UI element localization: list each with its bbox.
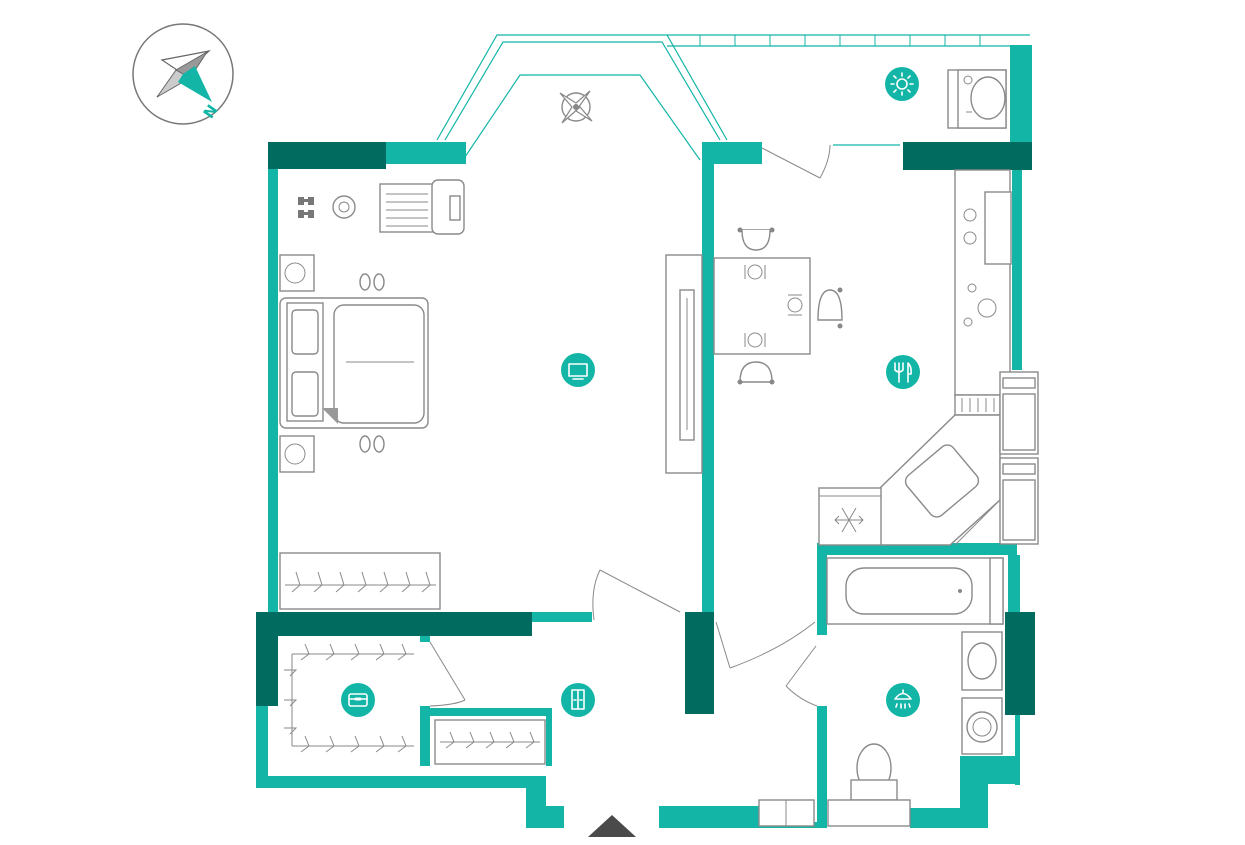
room-icon-tv bbox=[561, 353, 595, 387]
fridge bbox=[818, 487, 882, 546]
kitchen-sink bbox=[904, 444, 980, 518]
bed bbox=[279, 297, 429, 429]
fork-knife-icon bbox=[894, 362, 912, 383]
wardrobe-icon bbox=[571, 689, 585, 710]
room-icon-balcony bbox=[885, 67, 919, 101]
room-icon-hallway bbox=[561, 683, 595, 717]
treadmill bbox=[379, 179, 465, 235]
slippers-bottom bbox=[359, 435, 385, 453]
room-icon-closet bbox=[341, 683, 375, 717]
room-icon-bathroom bbox=[886, 683, 920, 717]
compass-ring bbox=[132, 23, 234, 125]
chest-icon bbox=[348, 693, 368, 707]
entrance-arrow bbox=[588, 815, 636, 837]
tv-icon bbox=[568, 363, 588, 380]
nightstand-bottom bbox=[279, 435, 315, 473]
compass: N bbox=[132, 23, 234, 125]
snowflake-icon bbox=[834, 507, 864, 533]
living-room-furniture bbox=[279, 90, 703, 610]
kitchen-furniture bbox=[713, 169, 1039, 546]
doors bbox=[429, 144, 831, 837]
shower-icon bbox=[894, 689, 912, 709]
toilet bbox=[850, 743, 898, 801]
fan-icon bbox=[559, 90, 593, 124]
sun-icon bbox=[890, 72, 914, 96]
dumbbells-icon bbox=[298, 197, 314, 218]
nightstand-top bbox=[279, 254, 315, 292]
room-icon-kitchen bbox=[886, 355, 920, 389]
slippers-top bbox=[359, 273, 385, 291]
tv-stand bbox=[665, 254, 703, 474]
balcony-glazing bbox=[436, 34, 1032, 161]
balcony-furniture bbox=[947, 69, 1007, 129]
bathroom-cabinet bbox=[827, 799, 911, 827]
compass-north-letter: N bbox=[200, 101, 222, 122]
walls bbox=[256, 142, 1035, 828]
ball-icon bbox=[332, 195, 356, 219]
wardrobe-living bbox=[279, 552, 441, 610]
bathroom-furniture bbox=[758, 557, 1004, 827]
compass-north-pointer bbox=[178, 66, 212, 102]
closet-furniture bbox=[284, 643, 546, 765]
